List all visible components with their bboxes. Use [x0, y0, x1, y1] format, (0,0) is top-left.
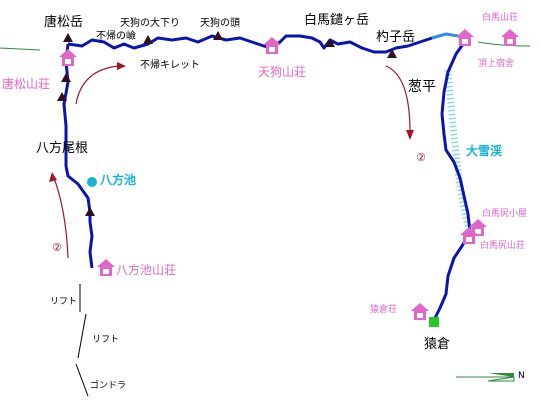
label-happo-pond: 八方池	[100, 173, 137, 187]
peak-marker-shirouma-yari	[325, 38, 335, 47]
label-daisekkei-hut: 白馬尻小屋	[482, 209, 528, 219]
label-route-marker-left: ②	[52, 241, 62, 254]
happo-ridge-trail	[62, 43, 94, 269]
label-daisekkei: 大雪渓	[466, 144, 503, 158]
peak-marker-shakushi	[387, 49, 397, 58]
label-fukaeri-kiretto: 不帰キレット	[140, 60, 200, 71]
label-tengu-hut: 天狗山荘	[258, 65, 307, 79]
compass-arrow-icon	[488, 373, 514, 377]
hut-icon-shirouma	[501, 29, 519, 46]
gondola-line	[75, 363, 89, 397]
ridge-line-left	[0, 47, 41, 51]
label-happo-ridge: 八方尾根	[36, 141, 89, 156]
label-tengu-descent: 天狗の大下り	[120, 18, 180, 29]
hut-icon-karamatsu	[59, 49, 77, 66]
label-route-marker-right: ②	[416, 151, 426, 164]
label-summit-hut: 頂上宿舎	[478, 59, 515, 69]
label-tengu-head: 天狗の頭	[200, 18, 240, 29]
hut-icon-summit	[456, 29, 474, 46]
hut-icon-tengu	[263, 37, 281, 54]
label-lift-2: リフト	[92, 335, 120, 345]
daisekkei-trail	[432, 39, 472, 321]
start-point-sarukura	[429, 317, 439, 327]
hut-icon-shiroumajiri	[460, 227, 478, 244]
peak-marker-happo-lower	[85, 207, 95, 216]
peak-marker-happo-left	[61, 73, 71, 82]
label-shirouma-hut: 白馬山荘	[482, 13, 519, 23]
label-sarukura: 猿倉	[424, 337, 451, 352]
label-fukaeri-ridge: 不帰の嶮	[96, 31, 136, 42]
route-arrowhead-kiretto	[117, 62, 126, 70]
route-arrow-left	[53, 177, 69, 259]
label-karamatsu-hut: 唐松山荘	[2, 77, 51, 91]
route-arrow-kiretto	[75, 65, 119, 105]
peak-marker-tengu-descent	[143, 35, 153, 44]
compass-arrow-lower-icon	[487, 376, 515, 382]
hut-icon-sarukura	[411, 303, 429, 320]
hut-icon-happoike	[97, 259, 115, 276]
peak-marker-happo-ridge	[57, 92, 67, 101]
label-shirouma-yari: 白馬鑓ヶ岳	[304, 13, 370, 28]
route-arrowhead-right	[406, 130, 414, 140]
pond-icon-happo	[87, 177, 97, 187]
label-lift-1: リフト	[50, 297, 78, 307]
hut-icon-daisekkei	[469, 219, 487, 236]
label-shakushi: 杓子岳	[376, 30, 416, 45]
label-gondola: ゴンドラ	[90, 381, 127, 391]
route-arrowhead-left	[49, 172, 57, 182]
label-compass-north: N	[518, 371, 525, 381]
peak-marker-karamatsu	[63, 33, 73, 42]
label-karamatsu: 唐松岳	[44, 15, 84, 30]
label-shiroumajiri-hut: 白馬尻山荘	[480, 241, 526, 251]
ridge-line-right	[477, 41, 531, 47]
peak-marker-tengu-head	[213, 31, 223, 40]
label-happoike-hut: 八方池山荘	[116, 263, 177, 277]
label-negihira: 葱平	[408, 79, 436, 95]
lift-line-2	[77, 313, 87, 359]
label-sarukura-hut: 猿倉荘	[370, 305, 398, 315]
route-arrow-right	[385, 65, 411, 133]
